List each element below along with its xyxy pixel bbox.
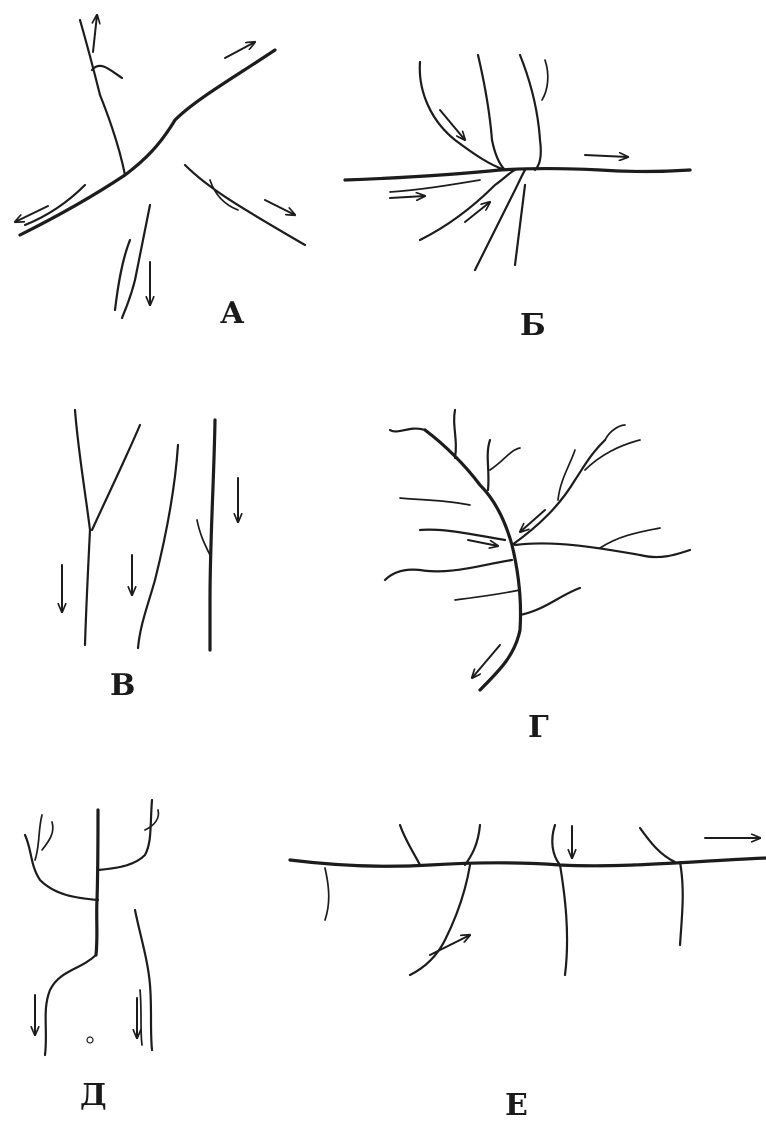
trib-south-4 [680, 862, 683, 945]
stream-south [122, 205, 150, 318]
panel-branching-parallel: Д [25, 800, 158, 1113]
stream-right-descent-b [140, 990, 142, 1045]
stream-main-river [290, 858, 766, 866]
branch-right [98, 800, 152, 870]
branch-west-upper [400, 498, 470, 505]
branch-left [25, 835, 98, 900]
flow-arrow-inward-west [390, 196, 425, 198]
trib-south-3 [560, 865, 567, 975]
flow-arrow-north [93, 15, 97, 52]
stream-3-branch [197, 520, 210, 555]
panel-label-dendritic: Г [528, 710, 549, 745]
stream-south-east [515, 185, 525, 265]
panel-label-parallel: В [110, 668, 135, 703]
panel-centripetal: Б [345, 55, 690, 343]
stream-trunk [345, 169, 690, 181]
panel-label-trellis: Е [505, 1088, 528, 1123]
panel-trellis: Е [290, 825, 766, 1123]
branch-west [420, 530, 505, 540]
trib-south-2 [410, 865, 470, 975]
branch-top-1 [454, 410, 456, 458]
panel-label-radial: А [220, 296, 245, 331]
branch-southwest-lower [455, 590, 520, 600]
stream-left-descent [45, 955, 96, 1055]
trib-south-1 [325, 868, 329, 920]
branch-southeast [520, 588, 580, 615]
trib-north-3 [552, 825, 560, 865]
stream-southeast [185, 165, 305, 245]
branch-top-2 [488, 440, 490, 490]
branch-top-2b [490, 448, 520, 470]
panel-radial: А [15, 15, 305, 331]
stream-south [475, 170, 525, 270]
flow-arrow-outflow [585, 155, 628, 157]
stream-1 [75, 410, 90, 645]
panel-label-branching-parallel: Д [80, 1078, 107, 1113]
stream-1-branch [92, 425, 140, 530]
stream-northeast-trib [542, 60, 548, 100]
flow-arrow-southeast [265, 200, 295, 215]
flow-arrow-inward-north [440, 110, 465, 140]
stream-2 [138, 445, 178, 648]
stream-southwest [420, 170, 515, 240]
trib-north-4 [640, 828, 675, 862]
stream-central [96, 810, 98, 955]
flow-arrow-inward-south [465, 202, 490, 222]
stream-north-fork [92, 66, 122, 78]
small-circle-mark [87, 1037, 93, 1043]
panel-dendritic: Г [385, 410, 690, 745]
stream-south-fork [115, 240, 130, 310]
branch-top-left [390, 429, 425, 432]
flow-arrow-tributary-west [468, 540, 498, 546]
trib-north-1 [400, 825, 420, 865]
panel-label-centripetal: Б [520, 308, 546, 343]
stream-northwest [420, 62, 505, 170]
branch-east-a [600, 528, 660, 548]
stream-northeast [520, 55, 541, 170]
stream-3 [210, 420, 215, 650]
branch-left-b [42, 822, 53, 850]
stream-north [478, 55, 505, 170]
flow-arrow-northeast [225, 42, 255, 58]
stream-north [80, 20, 125, 175]
trib-north-2 [465, 825, 480, 865]
stream-west-trib [390, 180, 480, 192]
branch-northeast-c [605, 425, 625, 440]
branch-southwest [385, 560, 512, 580]
flow-arrow-west [15, 206, 48, 222]
flow-arrow-tributary [430, 935, 470, 955]
panel-parallel: В [62, 410, 238, 703]
branch-left-a [35, 815, 42, 860]
